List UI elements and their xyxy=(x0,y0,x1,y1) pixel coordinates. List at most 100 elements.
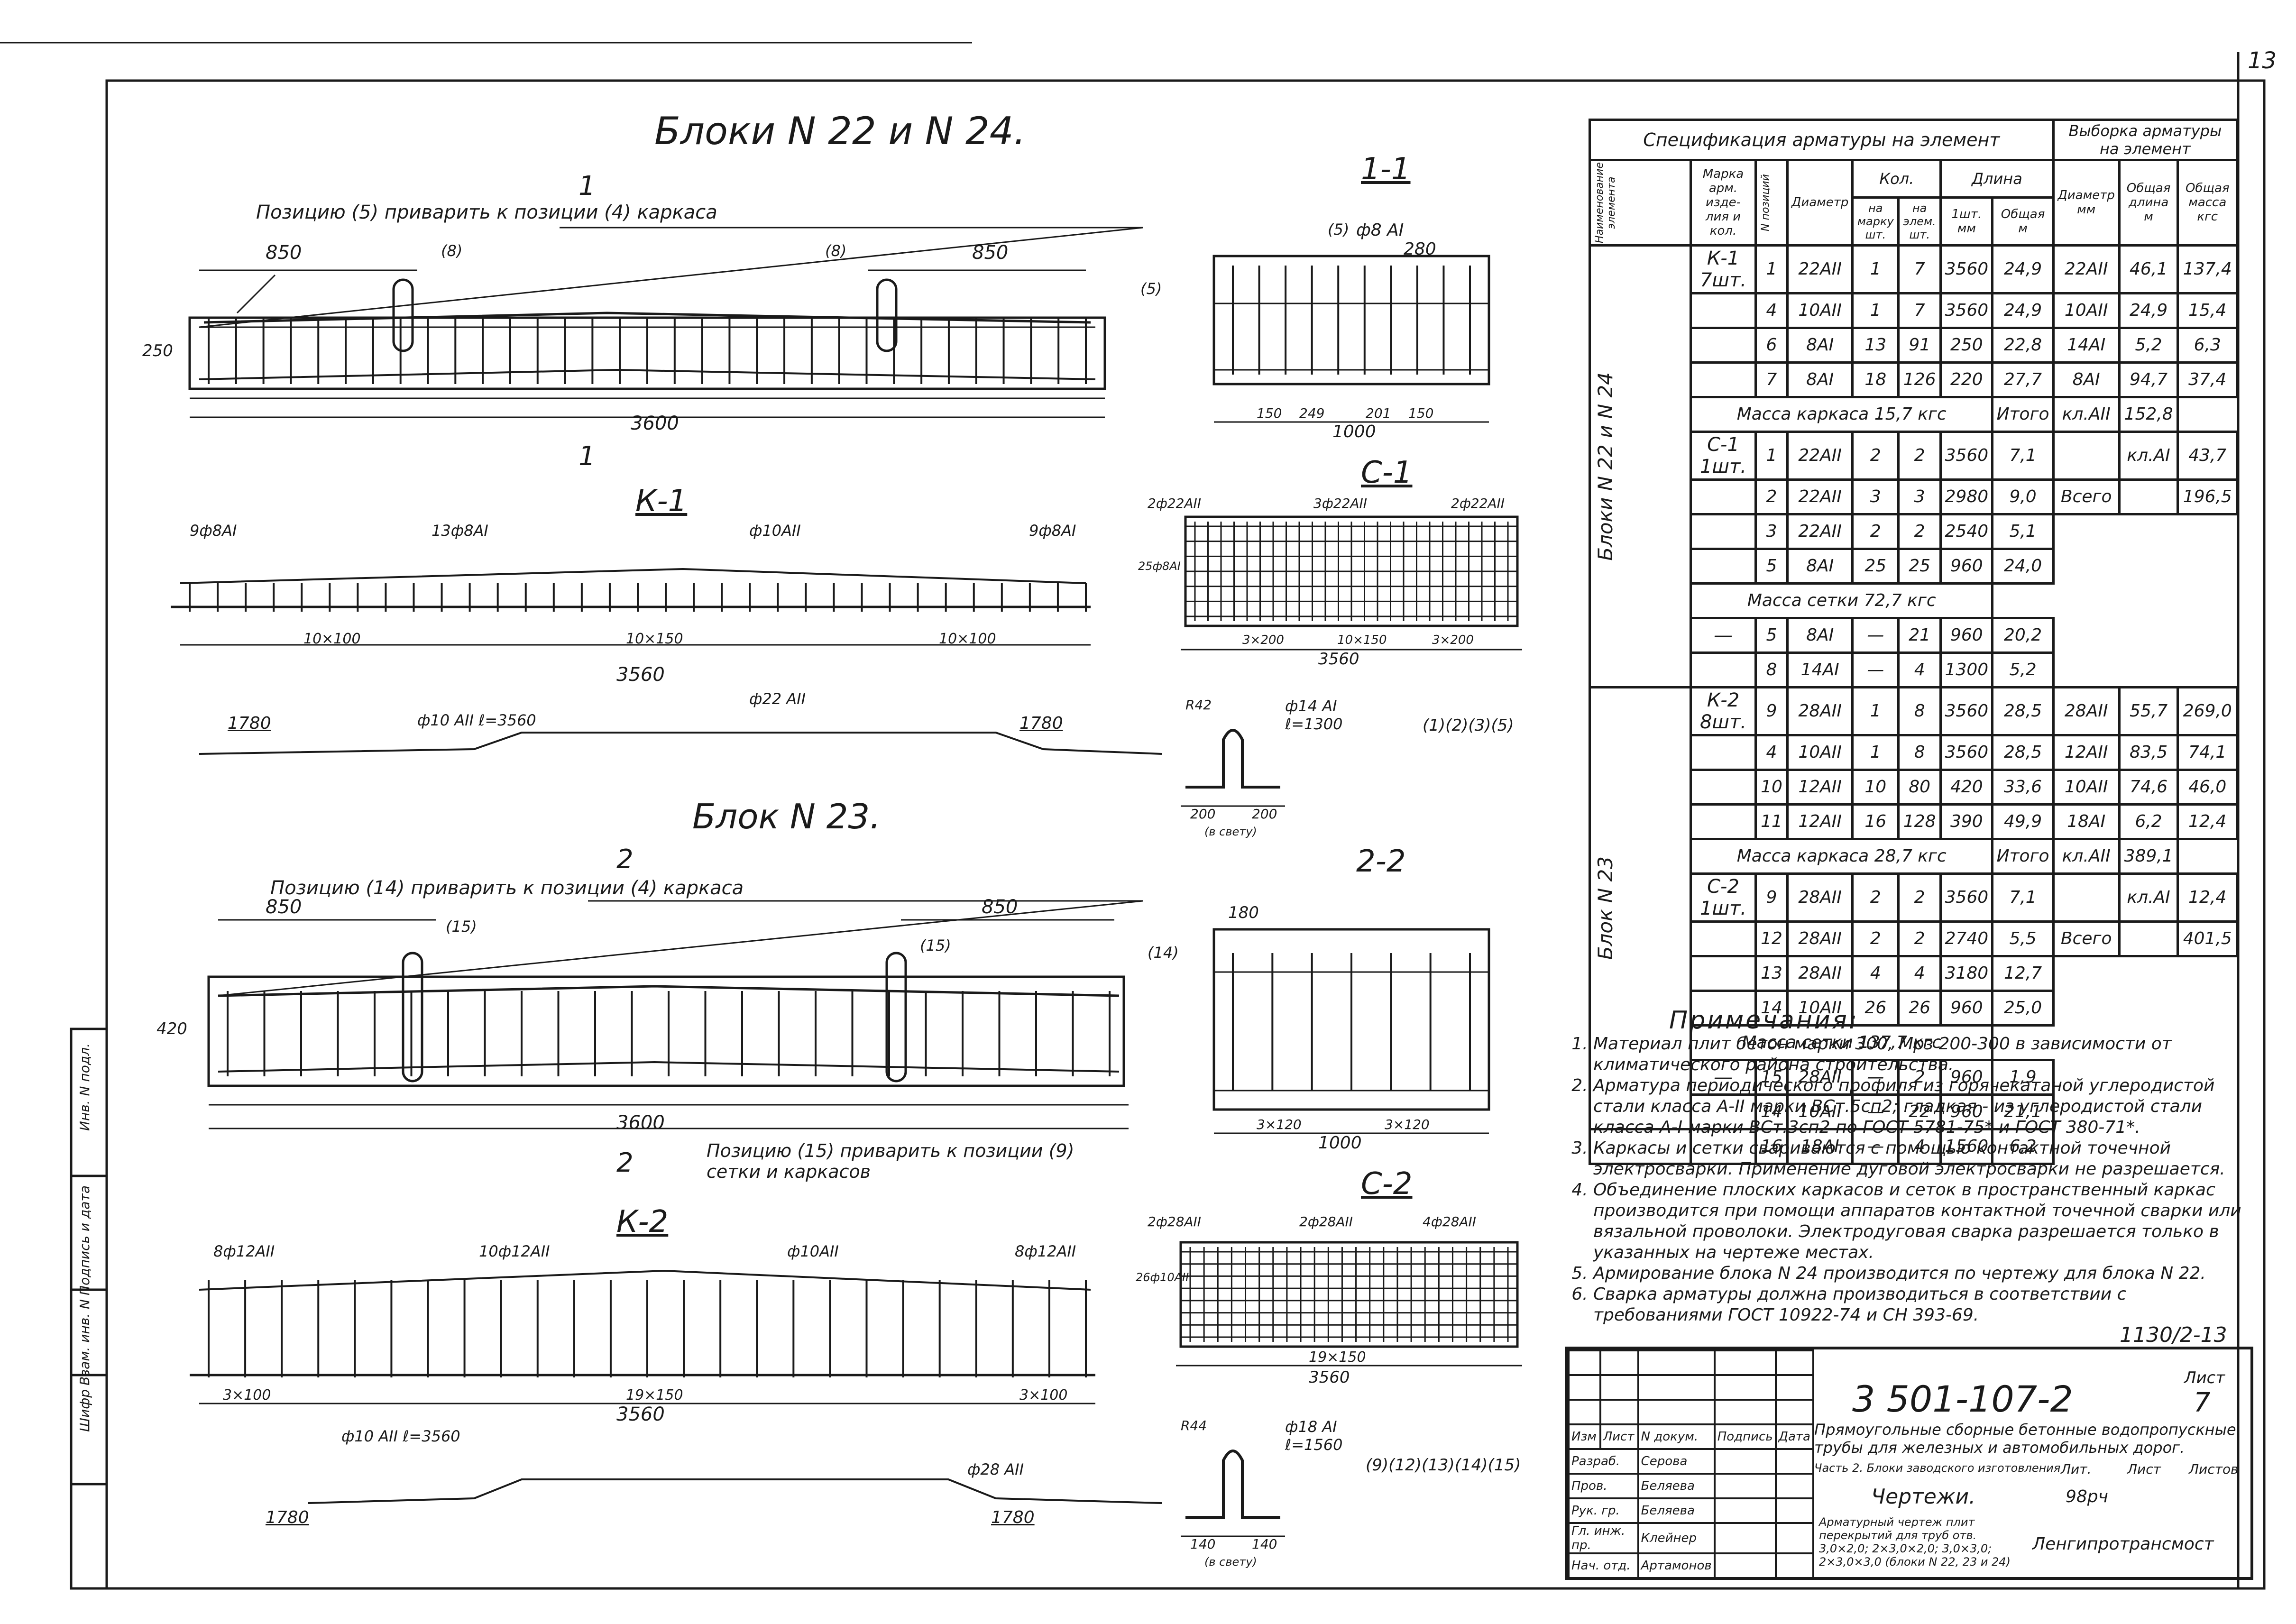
person-name: Клейнер xyxy=(1637,1522,1716,1554)
spec-cell-mark xyxy=(1690,513,1757,550)
selection-cell-m: 12,4 xyxy=(2177,872,2238,923)
hook2-dim-left: 140 xyxy=(1190,1536,1216,1552)
spec-cell-q1: 10 xyxy=(1851,768,1900,806)
spec-cell-l1: 2740 xyxy=(1939,920,1994,957)
spec-cell-l1: 3560 xyxy=(1939,686,1994,736)
selection-cell-m: 137,4 xyxy=(2177,244,2238,294)
spec-mass: Масса каркаса 15,7 кгс xyxy=(1689,395,1994,433)
spec-cell-q1: 26 xyxy=(1851,989,1900,1027)
spec-cell-d: 28АII xyxy=(1786,686,1854,736)
col-date: Дата xyxy=(1774,1423,1815,1450)
lit-header: Лит. xyxy=(2061,1461,2092,1477)
k1-bar-3: ф10АII xyxy=(749,522,801,540)
lists-header: Листов xyxy=(2189,1461,2239,1477)
spec-cell-d: 22АII xyxy=(1786,244,1854,294)
spec-cell-l1: 3560 xyxy=(1939,734,1994,771)
selection-cell-l: 74,6 xyxy=(2118,768,2179,806)
spec-cell-lt: 12,7 xyxy=(1991,954,2055,992)
hdr-qty-elem: на элем. шт. xyxy=(1897,196,1942,247)
hook2-clear: (в свету) xyxy=(1204,1555,1257,1569)
dim-1000-a: 1000 xyxy=(1332,422,1376,441)
spec-cell-mark xyxy=(1690,292,1757,329)
spec-cell-l1: 250 xyxy=(1939,326,1994,364)
k2-bent-bar: ф10 АII ℓ=3560 xyxy=(341,1427,460,1445)
spec-cell-d: 10АII xyxy=(1786,734,1854,771)
spec-mass: Масса сетки 137,7 кгс xyxy=(1689,1024,1994,1061)
spec-cell-q2: 2 xyxy=(1897,920,1942,957)
spec-cell-l1: 3560 xyxy=(1939,872,1994,923)
col-sign: Подпись xyxy=(1713,1423,1777,1450)
spec-cell-l1: 390 xyxy=(1939,803,1994,840)
spec-cell-l1: 1560 xyxy=(1939,1128,1994,1165)
hdr-mark: Марка арм. изде-лия и кол. xyxy=(1690,159,1757,247)
stage-code: 98рч xyxy=(2066,1487,2108,1506)
selection-cell-l: 46,1 xyxy=(2118,244,2179,294)
hook1-radius: R42 xyxy=(1185,697,1212,713)
spec-cell-d: 8АI xyxy=(1786,361,1854,398)
org-name: Ленгипротрансмост xyxy=(2032,1534,2214,1554)
spec-row: Масса сетки 72,7 кгс xyxy=(1590,582,2237,619)
spec-cell-q2: 26 xyxy=(1897,989,1942,1027)
hook1-dim-right: 200 xyxy=(1252,806,1277,822)
spec-cell-d: 8АI xyxy=(1786,616,1854,654)
person-role: Гл. инж. пр. xyxy=(1568,1522,1639,1554)
dim-3560-k2: 3560 xyxy=(616,1404,665,1425)
list-header: Лист xyxy=(2127,1461,2161,1477)
dim-250: 250 xyxy=(142,341,173,360)
selection-cell-d: 12АII xyxy=(2052,734,2121,771)
k2-bar-3: ф10АII xyxy=(787,1242,839,1260)
spec-cell-lt: 9,0 xyxy=(1991,478,2055,515)
spec-cell-q1: 1 xyxy=(1851,244,1900,294)
dim-420: 420 xyxy=(156,1019,187,1038)
selection-cell-l: кл.АI xyxy=(2118,872,2179,923)
k1-dim-left: 10×100 xyxy=(303,631,361,647)
selection-cell-d: 8АI xyxy=(2052,361,2121,398)
k2-dim-mid: 19×150 xyxy=(626,1387,683,1404)
spec-cell-mark xyxy=(1690,734,1757,771)
spec-cell-mark xyxy=(1690,1128,1757,1165)
spec-table: Спецификация арматуры на элемент Выборка… xyxy=(1589,119,2239,1165)
selection-cell-l xyxy=(2118,920,2179,957)
cut-mark-1-top: 1 xyxy=(579,171,596,202)
spec-cell-d: 10АII xyxy=(1786,1093,1854,1130)
person-role: Нач. отд. xyxy=(1568,1552,1639,1579)
spec-cell-pos: 4 xyxy=(1754,292,1789,329)
c1-bar-1: 2ф22АII xyxy=(1148,495,1202,511)
selection-cell-m: 12,4 xyxy=(2177,803,2238,840)
spec-cell-mark xyxy=(1690,651,1757,688)
spec-cell-q2: 7 xyxy=(1897,292,1942,329)
selection-cell-m: 6,3 xyxy=(2177,326,2238,364)
dim-850-b: 850 xyxy=(972,242,1009,264)
spec-cell-d: 22АII xyxy=(1786,513,1854,550)
spec-cell-lt: 24,0 xyxy=(1991,547,2055,585)
c2-bar-1: 2ф28АII xyxy=(1148,1214,1202,1229)
drawing-title: Арматурный чертеж плит перекрытий для тр… xyxy=(1819,1515,2011,1569)
spec-cell-pos: 8 xyxy=(1754,651,1789,688)
spec-cell-mark xyxy=(1690,326,1757,364)
spec-cell-q1: 2 xyxy=(1851,920,1900,957)
spec-cell-lt: 27,7 xyxy=(1991,361,2055,398)
selection-cell-l: 24,9 xyxy=(2118,292,2179,329)
spec-cell-lt: 7,1 xyxy=(1991,430,2055,481)
k1-bottom-bar: ф22 АII xyxy=(749,690,806,708)
sheet-label: Лист xyxy=(2184,1368,2225,1387)
spec-cell-q1: — xyxy=(1851,1058,1900,1096)
spec-cell-q2: 8 xyxy=(1897,734,1942,771)
spec-cell-lt: 22,8 xyxy=(1991,326,2055,364)
s11-dim-4: 150 xyxy=(1408,405,1434,421)
hdr-name: Наименование элемента xyxy=(1589,159,1692,247)
dim-1000-b: 1000 xyxy=(1318,1133,1362,1153)
spec-cell-d: 8АI xyxy=(1786,547,1854,585)
spec-cell-d: 28АII xyxy=(1786,1058,1854,1096)
dim-280-a: 280 xyxy=(1404,239,1436,259)
spec-cell-mark xyxy=(1690,478,1757,515)
block22-title: Блоки N 22 и N 24. xyxy=(654,109,1026,153)
spec-cell-l1: 3560 xyxy=(1939,292,1994,329)
